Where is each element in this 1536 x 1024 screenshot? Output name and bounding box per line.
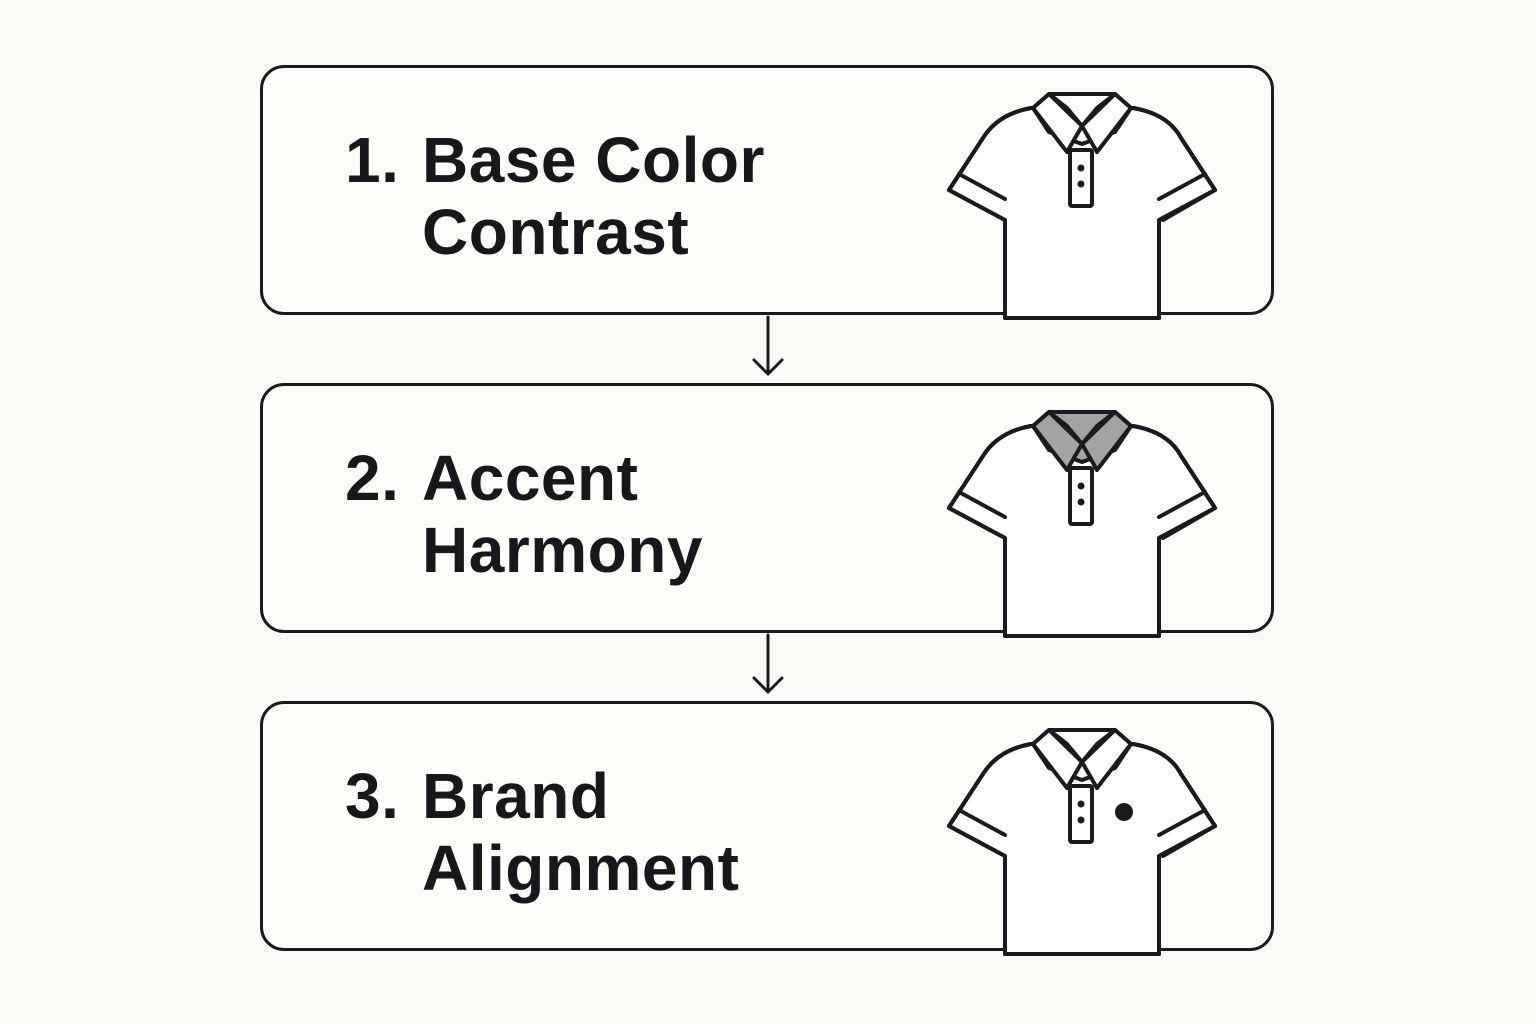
step-title-line2: Harmony bbox=[422, 514, 703, 586]
polo-shirt-accent-collar-icon bbox=[947, 410, 1217, 638]
button-bottom bbox=[1077, 180, 1085, 188]
sleeve-cuff-left bbox=[957, 490, 1007, 519]
collar-right-flap bbox=[1080, 410, 1133, 472]
step-title-line1: Base Color bbox=[422, 124, 765, 196]
step-title-line2: Alignment bbox=[422, 832, 740, 904]
button-top bbox=[1077, 164, 1085, 172]
step-title-line2: Contrast bbox=[422, 196, 690, 268]
step-title-line1: Accent bbox=[422, 442, 639, 514]
button-top bbox=[1077, 800, 1085, 808]
arrow-down-icon bbox=[752, 315, 784, 376]
step-title-line1: Brand bbox=[422, 760, 610, 832]
step-number: 2. bbox=[345, 442, 400, 514]
shirt-placket bbox=[1068, 466, 1094, 526]
step-number: 1. bbox=[345, 124, 400, 196]
arrow-down-icon bbox=[752, 633, 784, 694]
button-bottom bbox=[1077, 816, 1085, 824]
shirt-placket bbox=[1068, 148, 1094, 208]
button-bottom bbox=[1077, 498, 1085, 506]
sleeve-cuff-right bbox=[1157, 172, 1207, 201]
logo-dot bbox=[1115, 803, 1133, 821]
collar-right-flap bbox=[1080, 728, 1133, 790]
sleeve-cuff-right bbox=[1157, 808, 1207, 837]
polo-shirt-logo-icon bbox=[947, 728, 1217, 956]
shirt-body bbox=[947, 424, 1217, 638]
step-number: 3. bbox=[345, 760, 400, 832]
shirt-body bbox=[947, 742, 1217, 956]
polo-shirt-icon bbox=[947, 92, 1217, 320]
collar-right-flap bbox=[1080, 92, 1133, 154]
button-top bbox=[1077, 482, 1085, 490]
shirt-placket bbox=[1068, 784, 1094, 844]
shirt-body bbox=[947, 106, 1217, 320]
sleeve-cuff-left bbox=[957, 172, 1007, 201]
sleeve-cuff-left bbox=[957, 808, 1007, 837]
sleeve-cuff-right bbox=[1157, 490, 1207, 519]
